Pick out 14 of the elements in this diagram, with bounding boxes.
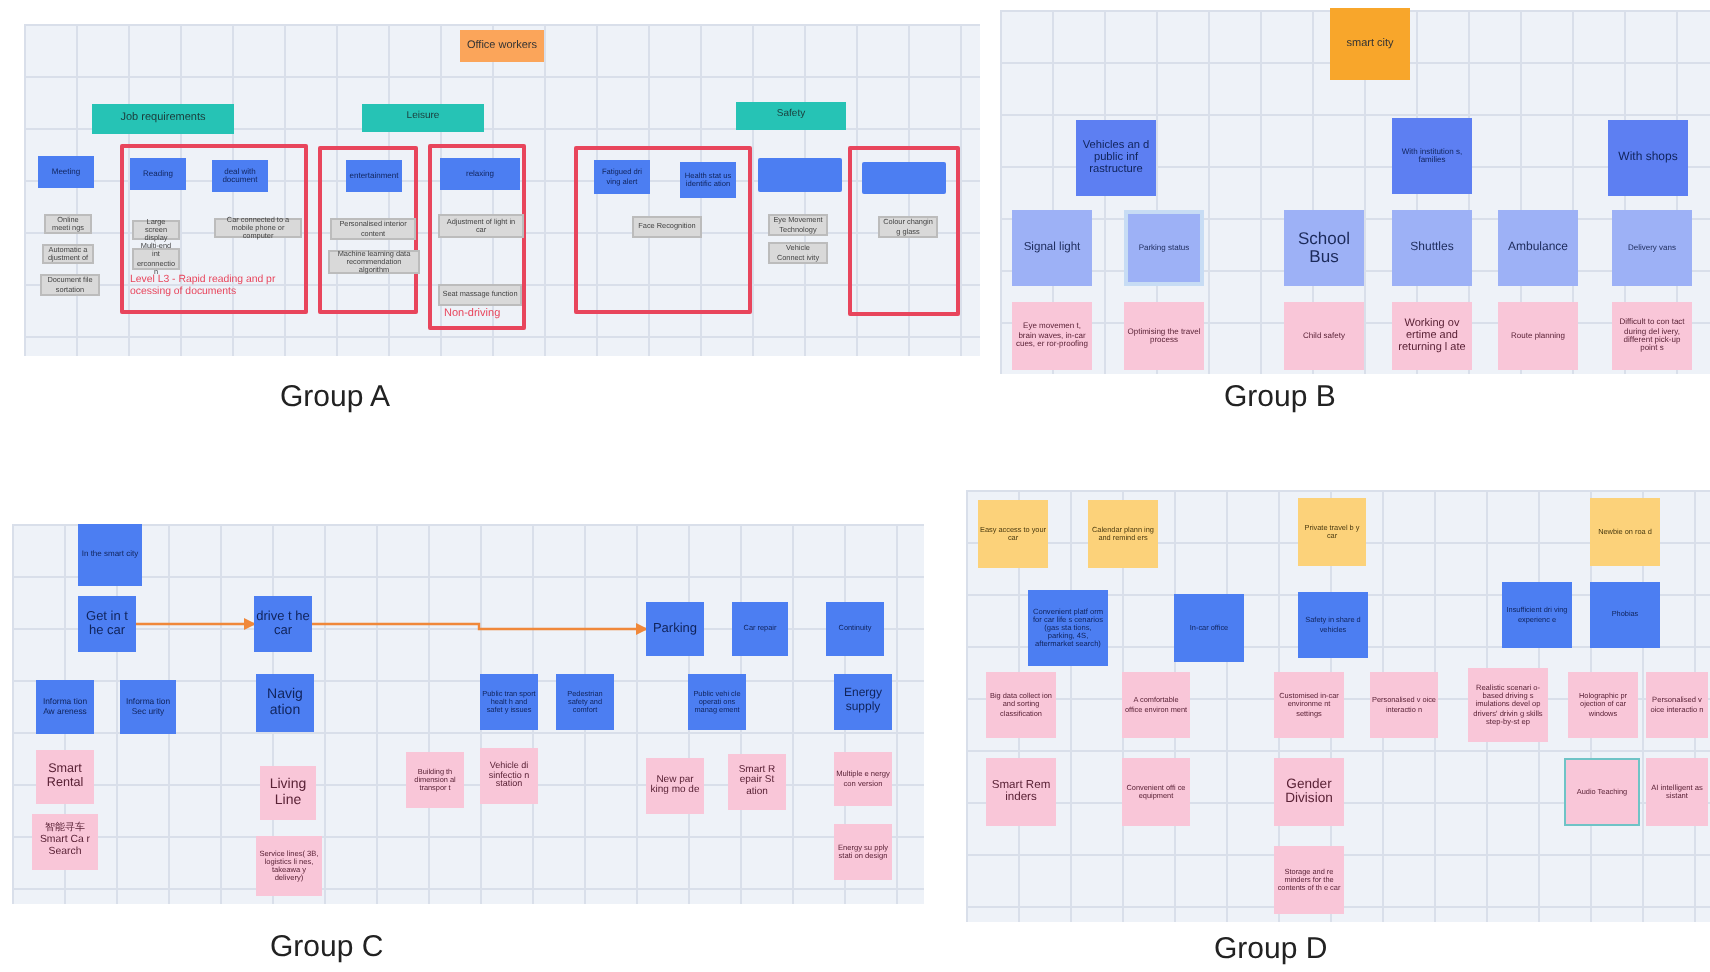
frame [848, 146, 960, 316]
arrow [312, 622, 648, 635]
group-caption: Group B [1224, 380, 1338, 415]
arrow [136, 618, 256, 630]
sticky-note [758, 158, 842, 192]
frame [318, 146, 418, 314]
group-caption: Group A [280, 380, 393, 415]
group-caption: Group C [270, 930, 386, 965]
sticky-note: School Bus [1284, 210, 1364, 286]
frame [428, 144, 526, 330]
group-caption: Group D [1214, 932, 1330, 967]
sticky-note [862, 162, 946, 194]
frame [120, 144, 308, 314]
frame [574, 146, 752, 314]
